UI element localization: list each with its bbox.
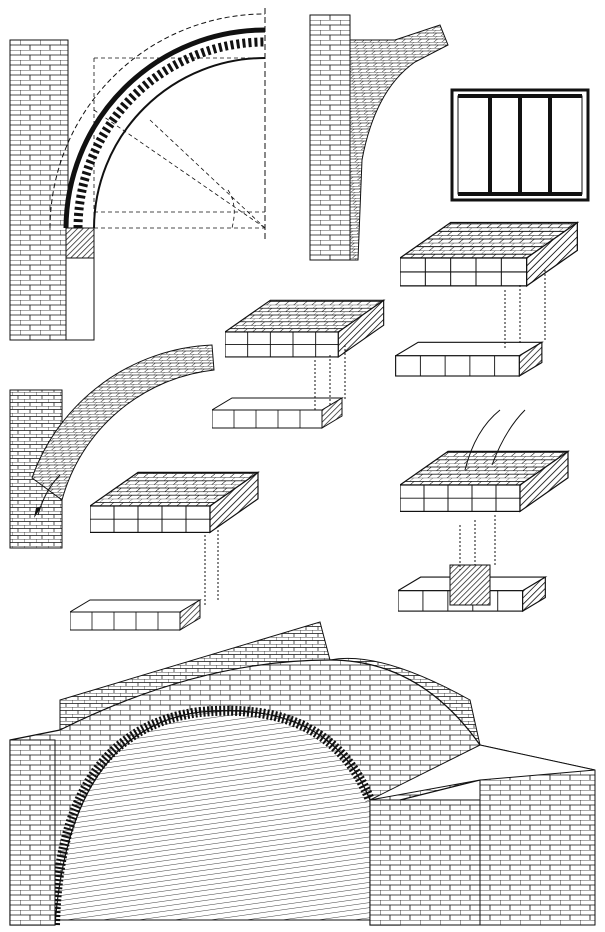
thrust-arrow — [37, 474, 61, 516]
arch-ring — [73, 37, 266, 229]
arch-timber-outer — [63, 27, 266, 229]
post-block — [65, 227, 95, 259]
centering-arch-figure — [9, 8, 266, 341]
arch-band — [31, 344, 215, 501]
brick-wall-left — [9, 39, 69, 341]
left-pier — [9, 739, 56, 926]
frame-plan — [450, 88, 590, 202]
barrel-vault — [9, 621, 596, 926]
brick-wall-middle — [309, 14, 351, 261]
haunch-masonry — [349, 24, 449, 261]
extrados-dashed — [49, 13, 266, 229]
arch-voussoirs — [50, 705, 375, 926]
construction-lines — [93, 57, 266, 229]
right-pier-front — [369, 799, 481, 926]
block-group-top-right — [395, 221, 578, 377]
wall-arch-figure — [9, 344, 215, 549]
block-group-lower-left — [70, 471, 259, 631]
block-group-middle — [212, 299, 385, 429]
block-group-lower-right — [398, 409, 569, 612]
haunch-figure — [309, 14, 449, 261]
pier-top — [369, 744, 596, 801]
arrow-head — [34, 506, 42, 518]
arch-timber-inner — [93, 57, 266, 229]
